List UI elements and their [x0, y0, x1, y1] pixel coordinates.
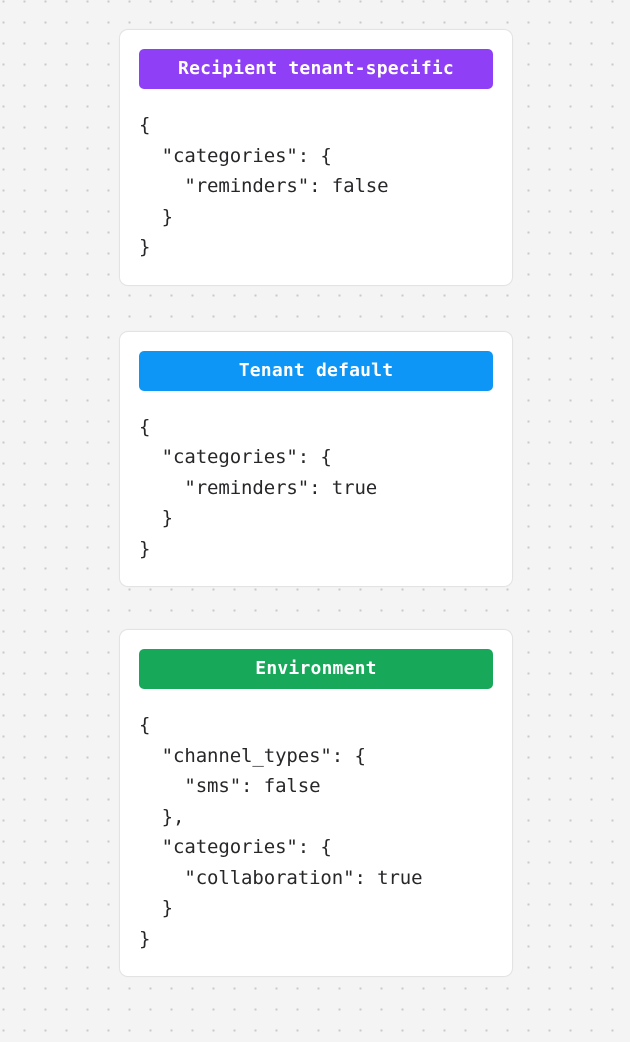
card-tenant-default: Tenant default { "categories": { "remind… [119, 330, 513, 587]
json-body-recipient-tenant-specific: { "categories": { "reminders": false } } [139, 114, 389, 258]
card-recipient-tenant-specific: Recipient tenant-specific { "categories"… [119, 29, 513, 286]
badge-tenant-default: Tenant default [139, 350, 493, 391]
preference-override-card-stack: Recipient tenant-specific { "categories"… [119, 29, 513, 977]
json-body-environment: { "channel_types": { "sms": false }, "ca… [139, 714, 423, 950]
badge-environment: Environment [139, 649, 493, 689]
json-body-tenant-default: { "categories": { "reminders": true } } [139, 415, 378, 560]
badge-recipient-tenant-specific: Recipient tenant-specific [139, 49, 493, 89]
card-environment: Environment { "channel_types": { "sms": … [119, 629, 513, 977]
